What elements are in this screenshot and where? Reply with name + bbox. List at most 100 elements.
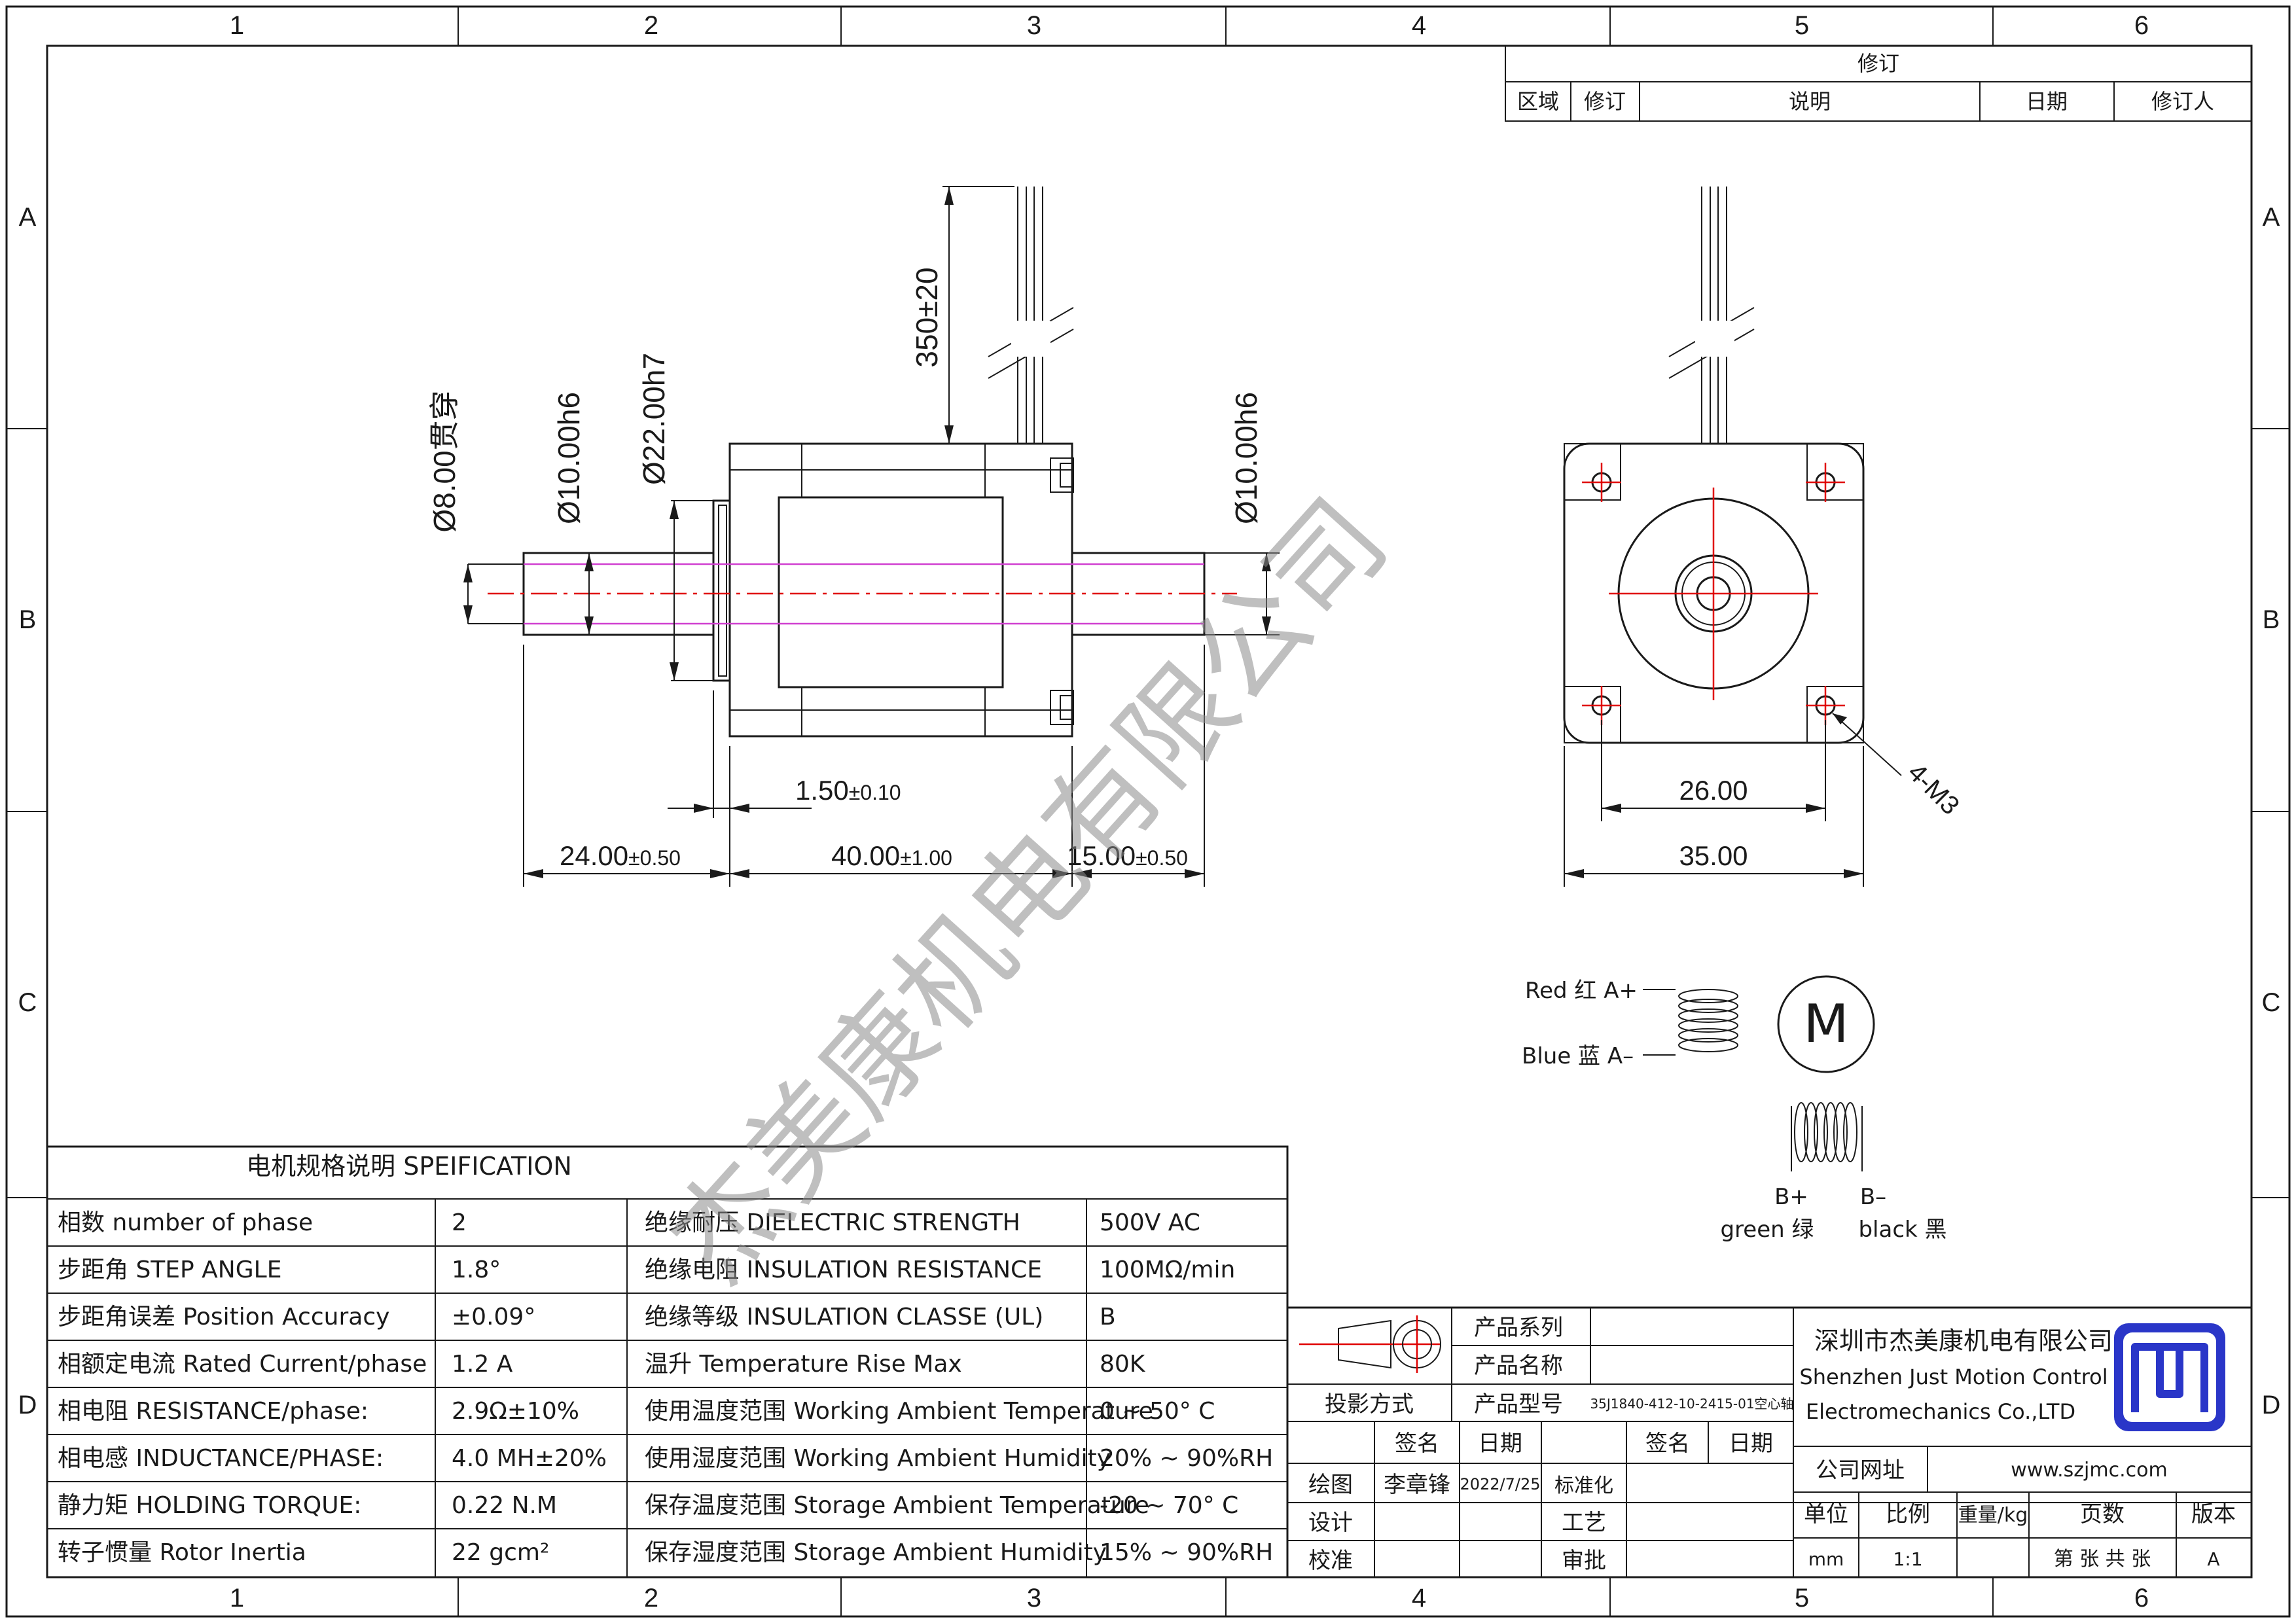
row-label-right: B (2263, 605, 2280, 634)
dim-flange: 35.00 (1679, 840, 1748, 871)
row-label-left: D (18, 1391, 37, 1419)
spec-param-label: 静力矩 HOLDING TORQUE: (58, 1492, 361, 1519)
front-dimension-texts: 26.00 35.00 4-M3 (1679, 758, 1965, 871)
spec-param-value: 2 (452, 1209, 467, 1236)
spec-param-label: 温升 Temperature Rise Max (645, 1351, 962, 1378)
side-dimension-texts: Ø8.00贯穿 Ø10.00h6 Ø22.00h7 350±20 Ø10.00h… (427, 267, 1263, 871)
wire-black-label: black 黑 (1858, 1217, 1946, 1243)
mounting-hole (1806, 443, 1864, 502)
label-scale: 比例 (1886, 1501, 1930, 1527)
spec-table: 电机规格说明 SPEIFICATION 相数 number of phase 2 绝… (46, 1145, 1289, 1578)
wire-b-plus-label: B+ (1774, 1184, 1808, 1210)
projection-symbol-icon (1299, 1315, 1441, 1373)
col-label-top: 1 (230, 11, 244, 40)
spec-param-value: ±0.09° (452, 1304, 535, 1330)
label-standard: 标准化 (1554, 1474, 1613, 1497)
spec-param-label: 绝缘电阻 INSULATION RESISTANCE (645, 1257, 1042, 1283)
spec-param-value: 80K (1100, 1351, 1146, 1378)
spec-param-value: 20% ~ 90%RH (1100, 1445, 1273, 1472)
label-sign-2: 签名 (1645, 1431, 1690, 1457)
title-block: 产品系列 产品名称 投影方式 产品型号 35J1840-412-10-2415-… (1286, 1306, 2253, 1578)
col-label-top: 5 (1795, 11, 1809, 40)
col-label-bottom: 2 (644, 1584, 658, 1613)
col-label-bottom: 3 (1027, 1584, 1041, 1613)
motor-body-outline (728, 442, 1073, 738)
front-view (1563, 187, 1902, 887)
spec-param-value: 0 ~ 50° C (1100, 1398, 1215, 1425)
spec-param-value: 2.9Ω±10% (452, 1398, 579, 1425)
spec-param-value: 4.0 MH±20% (452, 1445, 607, 1472)
draw-date: 2022/7/25 (1460, 1475, 1540, 1493)
row-label-right: A (2263, 203, 2280, 232)
spec-param-value: 0.22 N.M (452, 1492, 557, 1519)
col-label-top: 6 (2134, 11, 2149, 40)
spec-param-value: 15% ~ 90%RH (1100, 1539, 1273, 1566)
revision-header: 日期 (2026, 89, 2068, 114)
spec-param-label: 步距角误差 Position Accuracy (58, 1304, 389, 1330)
label-model: 产品型号 (1474, 1391, 1563, 1418)
revision-table: 修订 区域 修订 说明 日期 修订人 (1505, 45, 2252, 122)
watermark: 杰美康机电有限公司 (645, 475, 1412, 1306)
spec-param-label: 转子惯量 Rotor Inertia (58, 1539, 306, 1566)
spec-param-label: 绝缘耐压 DIELECTRIC STRENGTH (645, 1209, 1020, 1236)
row-label-left: B (19, 605, 37, 634)
row-label-left: A (19, 203, 37, 232)
spec-param-label: 相电感 INDUCTANCE/PHASE: (58, 1445, 384, 1472)
label-check: 校准 (1308, 1548, 1353, 1574)
wire-b-minus-label: B– (1860, 1184, 1886, 1210)
side-dimensions (463, 186, 1280, 887)
label-date: 日期 (1478, 1431, 1522, 1457)
label-date-2: 日期 (1729, 1431, 1773, 1457)
col-label-bottom: 5 (1795, 1584, 1809, 1613)
model-value: 35J1840-412-10-2415-01空心轴 (1590, 1396, 1793, 1412)
dim-body-len: 40.00±1.00 (831, 840, 952, 871)
spec-param-label: 保存湿度范围 Storage Ambient Humidity (645, 1539, 1107, 1566)
wiring-diagram: Red 红 A+ Blue 蓝 A– M B+ green 绿 B– black (1522, 975, 1947, 1243)
dim-left-ext: 24.00±0.50 (560, 840, 681, 871)
drawer-name: 李章锋 (1384, 1472, 1450, 1498)
label-pages: 页数 (2080, 1501, 2125, 1527)
label-approve: 审批 (1562, 1548, 1606, 1574)
row-label-right: C (2262, 988, 2281, 1017)
dim-lead-length: 350±20 (910, 267, 944, 367)
dim-right-ext: 15.00±0.50 (1067, 840, 1188, 871)
col-label-bottom: 1 (230, 1584, 244, 1613)
spec-param-label: 使用湿度范围 Working Ambient Humidity (645, 1445, 1111, 1472)
col-label-top: 3 (1027, 11, 1041, 40)
spec-title: 电机规格说明 SPEIFICATION (246, 1152, 572, 1181)
spec-param-label: 使用温度范围 Working Ambient Temperature (645, 1398, 1153, 1425)
col-label-top: 4 (1412, 11, 1426, 40)
label-product-series: 产品系列 (1474, 1315, 1563, 1341)
version-value: A (2207, 1548, 2219, 1570)
label-unit: 单位 (1804, 1501, 1848, 1527)
label-process: 工艺 (1562, 1510, 1606, 1536)
label-design: 设计 (1308, 1510, 1353, 1536)
coil-a-icon (1678, 989, 1738, 1052)
mounting-hole (1564, 443, 1621, 502)
spec-param-label: 相数 number of phase (58, 1209, 313, 1236)
wire-green-label: green 绿 (1720, 1217, 1814, 1243)
motor-symbol-label: M (1803, 993, 1848, 1054)
spec-param-label: 相额定电流 Rated Current/phase (58, 1351, 427, 1378)
spec-param-value: 1.8° (452, 1257, 501, 1283)
dim-shaft-left: Ø10.00h6 (552, 392, 586, 524)
company-name-cn: 深圳市杰美康机电有限公司 (1814, 1327, 2113, 1355)
company-name-en-2: Electromechanics Co.,LTD (1806, 1399, 2075, 1424)
revision-header: 修订 (1584, 89, 1626, 114)
revision-header: 区域 (1517, 89, 1559, 114)
wire-red-label: Red 红 A+ (1525, 978, 1638, 1004)
label-projection: 投影方式 (1325, 1391, 1414, 1418)
scale-value: 1:1 (1893, 1548, 1922, 1570)
company-logo-icon (2114, 1323, 2225, 1431)
spec-param-value: 1.2 A (452, 1351, 513, 1378)
dim-boss-height: 1.50±0.10 (795, 775, 901, 806)
unit-value: mm (1808, 1548, 1844, 1570)
motor-symbol-icon (1777, 975, 1875, 1073)
motor-stator (778, 496, 1004, 688)
spec-param-label: 保存温度范围 Storage Ambient Temperature (645, 1492, 1149, 1519)
coil-b-icon (1791, 1102, 1863, 1171)
wire-blue-label: Blue 蓝 A– (1522, 1043, 1634, 1069)
col-label-top: 2 (644, 11, 658, 40)
spec-param-value: B (1100, 1304, 1116, 1330)
spec-param-value: 500V AC (1100, 1209, 1200, 1236)
